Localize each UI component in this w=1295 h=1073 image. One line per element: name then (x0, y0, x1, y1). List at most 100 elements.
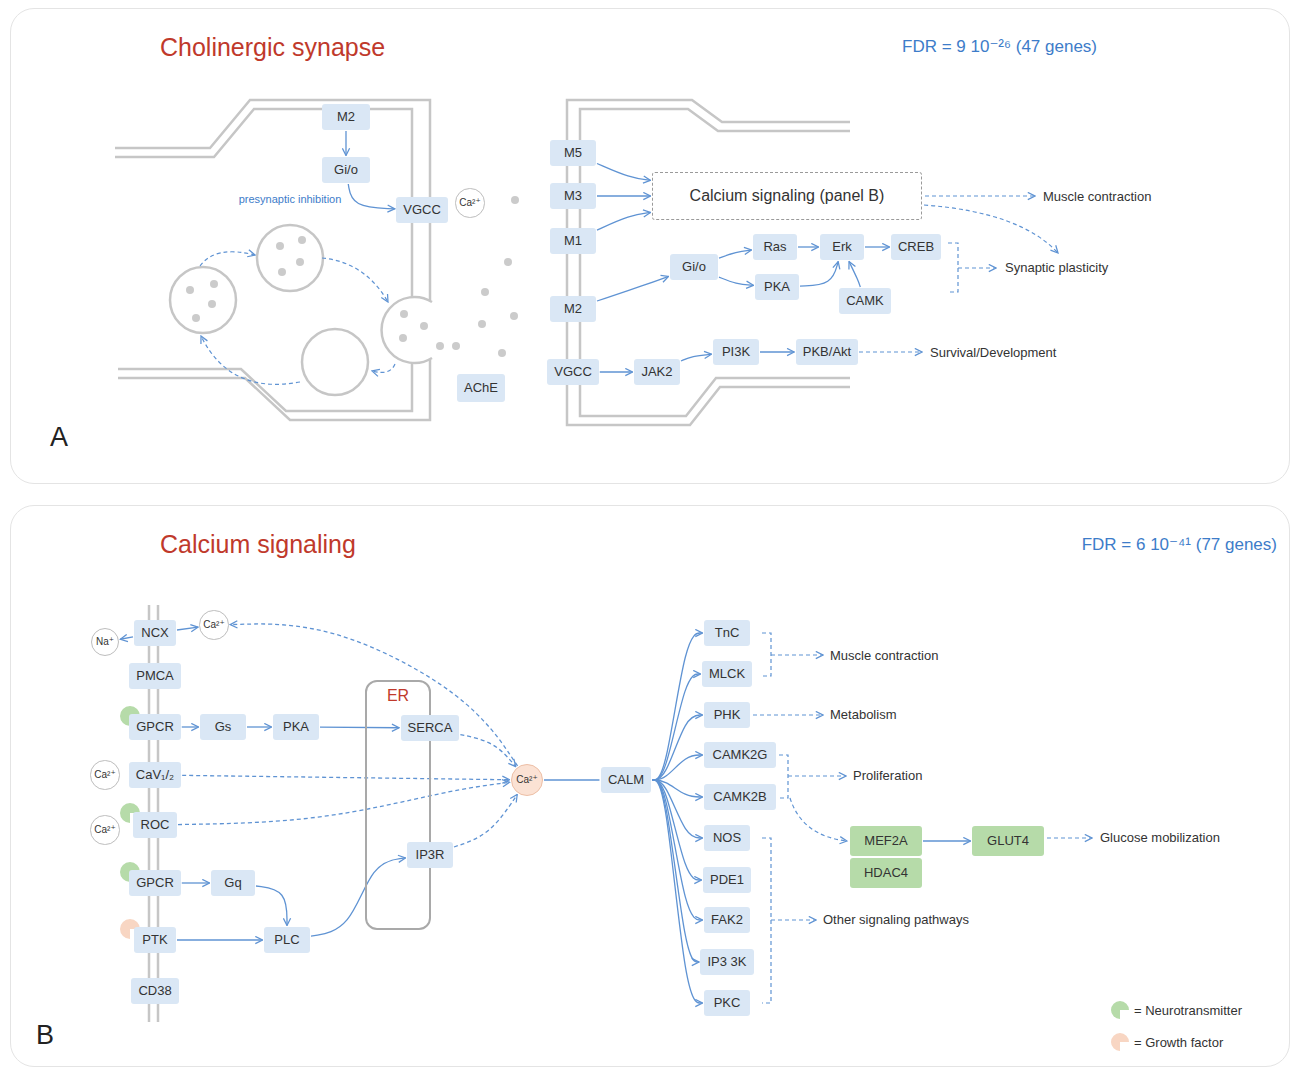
connector-arrow (544, 779, 599, 780)
calcium-circle: Ca²⁺ (511, 764, 543, 796)
neurotransmitter-dot (510, 312, 518, 320)
gene-box: PTK (134, 927, 176, 953)
node-text: IP3 3K (707, 954, 746, 970)
gene-box: MLCK (702, 661, 752, 687)
node-text: Erk (832, 239, 852, 255)
gene-box: SERCA (401, 715, 460, 741)
target-gene-box: GLUT4 (972, 826, 1044, 856)
node-text: NOS (713, 830, 741, 846)
outcome-label: Muscle contraction (830, 648, 938, 664)
vesicle-cycle-arrow (322, 258, 388, 302)
gene-box: FAK2 (704, 907, 750, 933)
neurotransmitter-dot (452, 342, 460, 350)
neurotransmitter-dot (481, 288, 489, 296)
outcome-arrow (753, 714, 823, 715)
neurotransmitter-dot (504, 258, 512, 266)
node-text: Ca²⁺ (94, 824, 115, 836)
legend-swatch-frame (1110, 1032, 1130, 1052)
node-text: Gi/o (334, 162, 358, 178)
gene-box: M2 (550, 296, 596, 322)
gene-box: NOS (704, 825, 750, 851)
node-text: PI3K (722, 344, 750, 360)
compartment-label: ER (387, 687, 409, 705)
node-text: PHK (714, 707, 741, 723)
connector-arrow (652, 633, 702, 780)
synaptic-vesicle (170, 225, 368, 395)
neurotransmitter-dot (420, 322, 428, 330)
vesicle-cycle-arrow (200, 252, 395, 385)
bracket (948, 243, 958, 292)
fdr-value: FDR = 6 10⁻⁴¹ (77 genes) (1082, 535, 1277, 555)
outcome-arrow (924, 205, 1058, 253)
node-text: CAMK2B (713, 789, 766, 805)
connector-arrow (345, 131, 346, 156)
node-text: M5 (564, 145, 582, 161)
connector-arrow (182, 775, 509, 779)
legend-item: = Neurotransmitter (1110, 1000, 1242, 1020)
outcome-label: Synaptic plasticity (1005, 260, 1108, 276)
connector-arrow (652, 780, 702, 1003)
gene-box: CREB (891, 234, 941, 260)
legend-swatch (1111, 1001, 1129, 1019)
pathway-box: Calcium signaling (panel B) (652, 172, 922, 220)
gene-box: Gi/o (322, 157, 370, 183)
gene-box: NCX (134, 620, 176, 646)
node-text: Gq (224, 875, 241, 891)
gene-box: VGCC (547, 359, 599, 385)
connector-arrow (120, 637, 133, 639)
legend-item: = Growth factor (1110, 1032, 1223, 1052)
outcome-arrow (925, 195, 1035, 196)
node-text: CREB (898, 239, 934, 255)
node-text: VGCC (403, 202, 441, 218)
edge-label: presynaptic inhibition (237, 193, 344, 206)
node-text: PLC (274, 932, 299, 948)
gene-box: PDE1 (703, 867, 751, 893)
node-text: CaV₁/₂ (136, 767, 174, 783)
node-text: CAMK2G (713, 747, 768, 763)
postsynaptic-membrane (567, 100, 850, 425)
neurotransmitter-dot (478, 320, 486, 328)
node-text: FAK2 (711, 912, 743, 928)
postsynaptic-membrane (580, 109, 850, 416)
outcome-label: Other signaling pathways (823, 912, 969, 928)
outcome-arrow (790, 798, 847, 841)
ion-circle: Ca²⁺ (90, 815, 119, 844)
node-text: PDE1 (710, 872, 744, 888)
gene-box: VGCC (396, 197, 448, 223)
neurotransmitter-dot (278, 268, 286, 276)
vesicle-cycle-arrow (200, 252, 255, 266)
gene-box: Erk (820, 234, 864, 260)
legend-text: = Growth factor (1134, 1035, 1223, 1050)
neurotransmitter-dot (399, 334, 407, 342)
gene-box: CaV₁/₂ (129, 762, 181, 788)
connector-arrow (652, 780, 701, 880)
gene-box: M5 (550, 140, 596, 166)
node-text: Na⁺ (96, 636, 114, 648)
neurotransmitter-dot (436, 342, 444, 350)
connector-arrow (182, 882, 210, 883)
node-text: PKA (283, 719, 309, 735)
gene-box: PKA (755, 274, 799, 300)
gene-box: Gi/o (670, 254, 718, 280)
bracket (762, 243, 958, 1003)
node-text: Ras (763, 239, 786, 255)
panel-title: Cholinergic synapse (160, 33, 385, 62)
neurotransmitter-dot (276, 242, 284, 250)
node-text: PTK (142, 932, 167, 948)
node-text: GPCR (136, 875, 174, 891)
gene-box: PLC (264, 927, 310, 953)
outcome-arrow (958, 267, 996, 268)
node-text: AChE (464, 380, 498, 396)
connector-arrow (652, 674, 700, 780)
connector-arrow (652, 715, 702, 780)
node-text: Ca²⁺ (203, 619, 224, 631)
ion-circle: Ca²⁺ (90, 760, 119, 789)
connector-arrow (247, 726, 272, 727)
neurotransmitter-dot (186, 286, 194, 294)
connector-arrow (597, 195, 651, 196)
presynaptic-membrane (115, 100, 430, 420)
ion-circle: Ca²⁺ (455, 188, 484, 217)
connector-arrow (348, 184, 394, 209)
connector-arrow (178, 782, 510, 824)
connector-arrow (681, 354, 712, 361)
